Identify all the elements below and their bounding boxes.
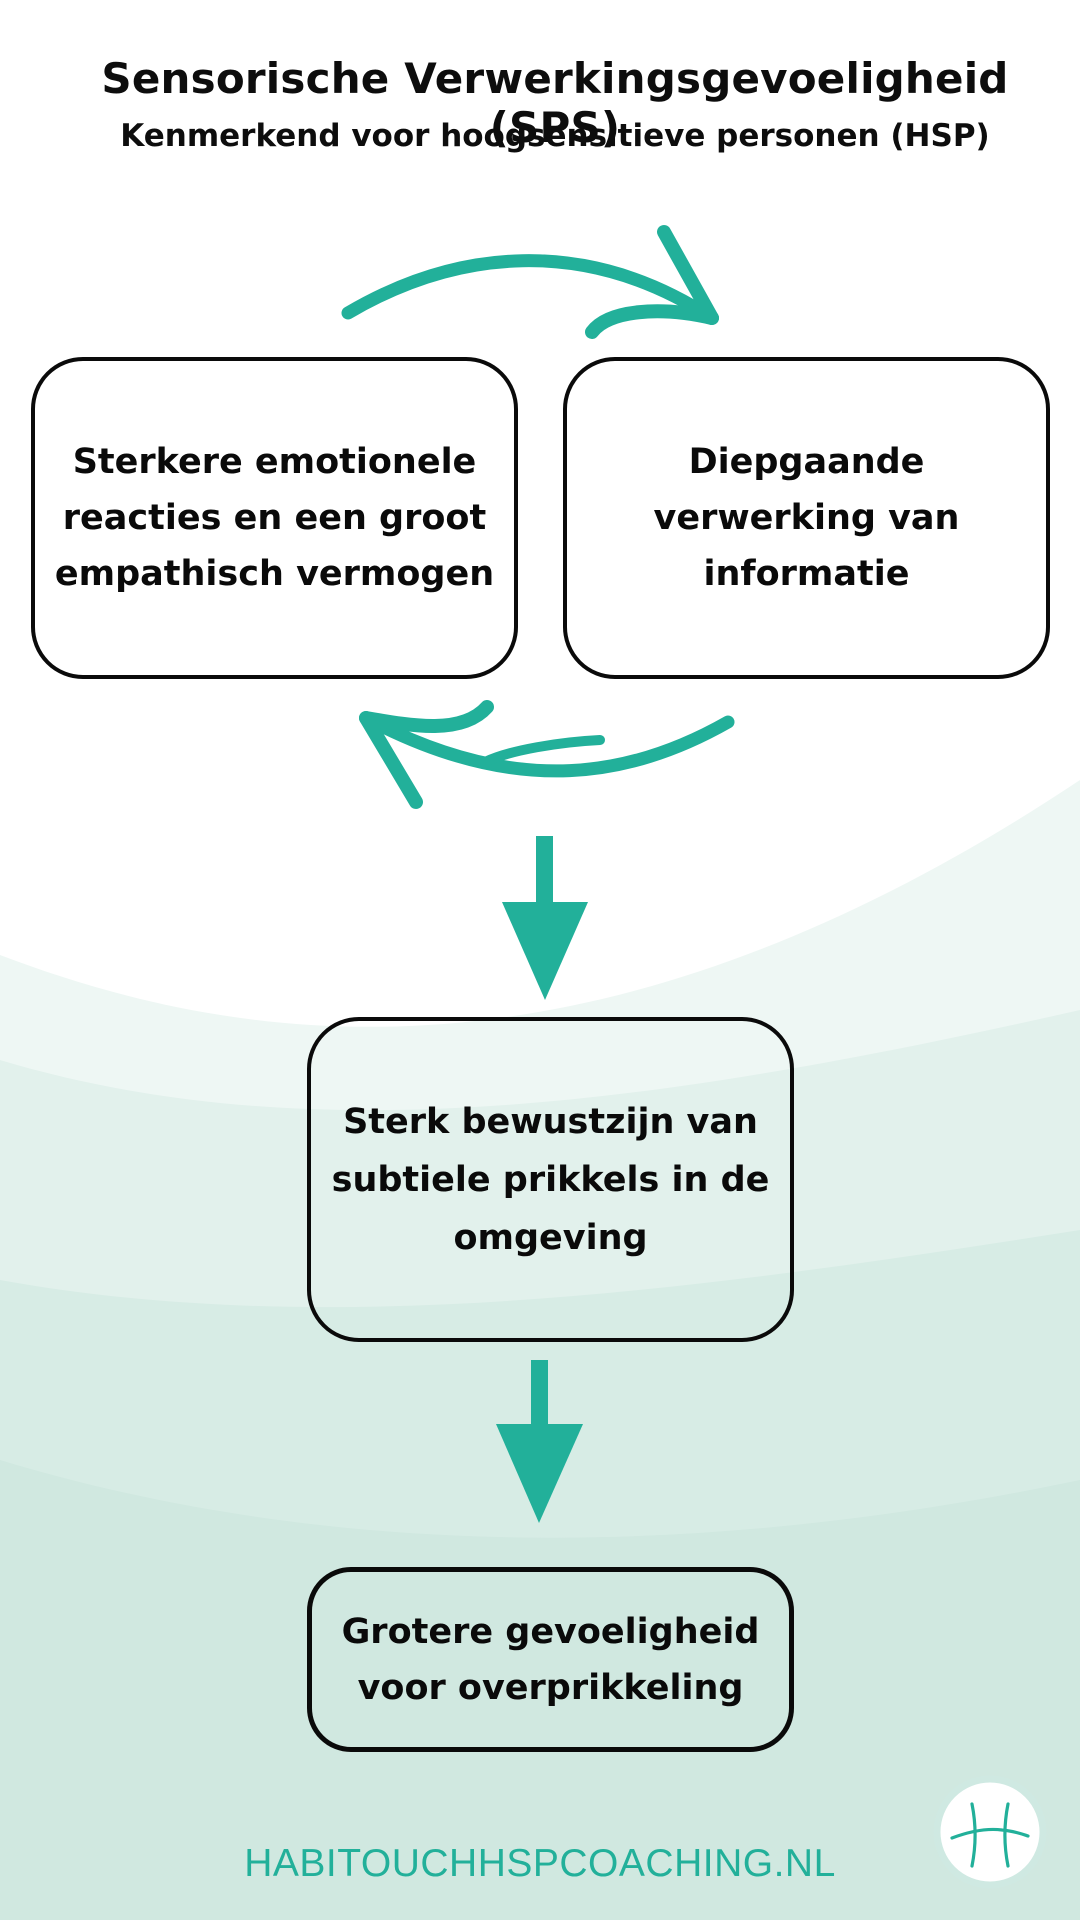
node-emotional-reactions: Sterkere emotionele reacties en een groo…	[31, 357, 518, 679]
logo-h-icon	[933, 1775, 1047, 1889]
page-title: Sensorische Verwerkingsgevoeligheid (SPS…	[101, 54, 1009, 152]
cycle-arrow-icon	[359, 700, 735, 809]
node-overstimulation: Grotere gevoeligheid voor overprikkeling	[307, 1567, 794, 1752]
page-subtitle: Kenmerkend voor hoogsensitieve personen …	[120, 118, 990, 154]
arrow-down-icon	[502, 836, 588, 1000]
cycle-arrow-icon	[341, 225, 719, 339]
node-label: Grotere gevoeligheid voor overprikkeling	[341, 1611, 760, 1708]
website-link[interactable]: HABITOUCHHSPCOACHING.NL	[244, 1842, 836, 1885]
arrow-down-icon	[496, 1360, 583, 1523]
node-label: Sterkere emotionele reacties en een groo…	[54, 442, 495, 594]
node-deep-processing: Diepgaande verwerking van informatie	[563, 357, 1050, 679]
node-label: Diepgaande verwerking van informatie	[653, 442, 960, 594]
node-label: Sterk bewustzijn van subtiele prikkels i…	[331, 1101, 770, 1258]
node-subtle-awareness: Sterk bewustzijn van subtiele prikkels i…	[307, 1017, 794, 1342]
